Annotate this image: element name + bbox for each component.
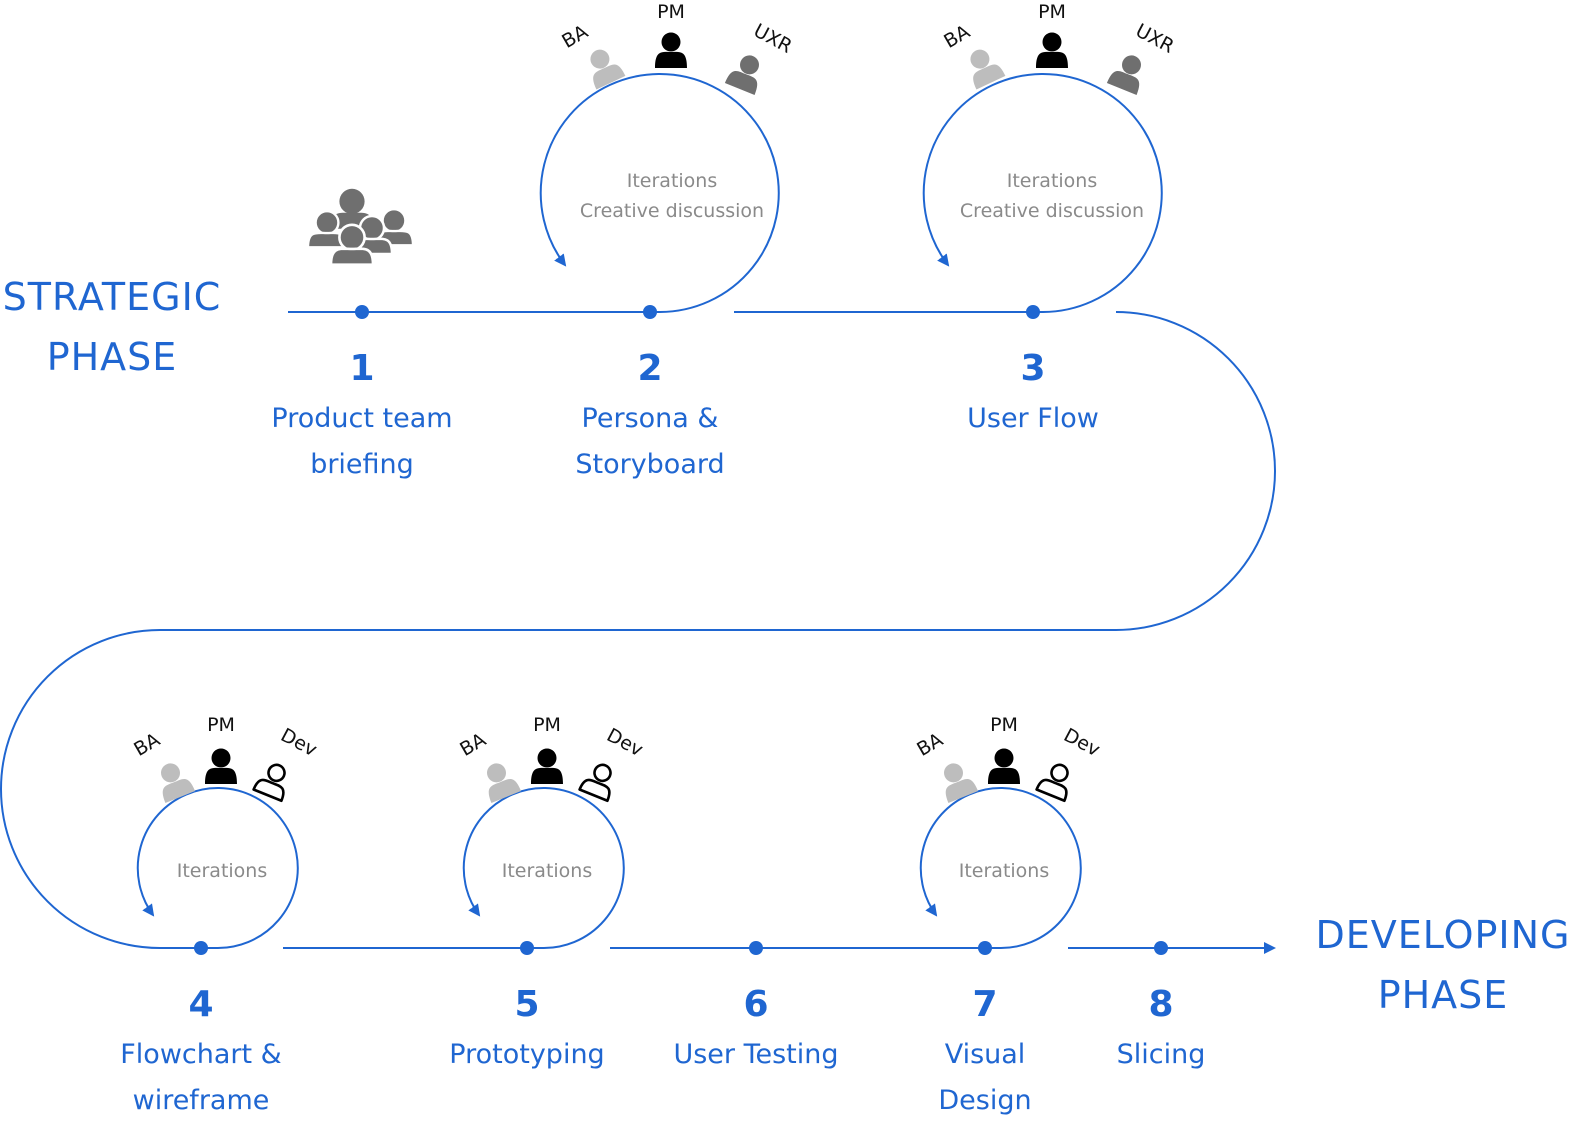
developing-phase-label: DEVELOPING PHASE [1316,913,1571,1017]
loop-3-label-1: Iterations [1007,170,1098,192]
loop-7-role-pm: PM [990,714,1018,736]
flow-segment-4-5 [283,787,625,950]
ba-person-icon [581,43,626,90]
pm-person-icon [205,748,237,784]
step-3-title-line-1: User Flow [967,403,1099,434]
step-1-title-line-2: briefing [310,449,414,480]
pm-person-icon [531,748,563,784]
loop-3-role-uxr: UXR [1132,20,1178,58]
step-2-dot [643,305,657,319]
loop-2-role-pm: PM [657,1,685,23]
loop-4-role-dev: Dev [277,724,321,761]
step-4-title-line-1: Flowchart & [120,1039,281,1070]
pm-person-icon [988,748,1020,784]
loop-2-label-1: Iterations [627,170,718,192]
step-1-title-line-1: Product team [271,403,452,434]
step-1-dot [355,305,369,319]
flow-segment-5-7 [610,787,1082,950]
loop-3-label-2: Creative discussion [960,200,1144,222]
dev-person-outline-icon [252,758,295,803]
step-3-number: 3 [1020,348,1045,389]
step-4-label: 4 Flowchart & wireframe [120,984,281,1116]
ba-person-icon [478,758,522,803]
step-7-number: 7 [972,984,997,1025]
loop-4-role-ba: BA [130,729,164,761]
ba-person-icon [935,758,979,803]
loop-4-label-1: Iterations [177,860,268,882]
step-dots [194,305,1168,955]
developing-phase-line-2: PHASE [1378,973,1509,1017]
step-8-label: 8 Slicing [1117,984,1206,1070]
step-2-title-line-2: Storyboard [575,449,724,480]
step-1-label: 1 Product team briefing [271,348,452,480]
step-7-title-line-2: Design [938,1085,1031,1116]
loop-7-role-dev: Dev [1060,724,1104,761]
step-2-label: 2 Persona & Storyboard [575,348,724,480]
step-4-dot [194,941,208,955]
loop-step-4: Iterations BA PM Dev [130,714,320,882]
step-6-number: 6 [743,984,768,1025]
step-4-number: 4 [188,984,213,1025]
loop-5-role-dev: Dev [603,724,647,761]
loop-3-role-ba: BA [940,21,974,53]
step-2-number: 2 [637,348,662,389]
step-8-number: 8 [1148,984,1173,1025]
step-6-title-line-1: User Testing [673,1039,838,1070]
step-5-number: 5 [514,984,539,1025]
dev-person-outline-icon [578,758,621,803]
loop-step-5: Iterations BA PM Dev [456,714,646,882]
step-3-label: 3 User Flow [967,348,1099,434]
loop-5-label-1: Iterations [502,860,593,882]
step-5-title-line-1: Prototyping [449,1039,604,1070]
strategic-phase-label: STRATEGIC PHASE [3,275,222,379]
step-5-label: 5 Prototyping [449,984,604,1070]
step-4-title-line-2: wireframe [133,1085,270,1116]
step-6-dot [749,941,763,955]
loop-5-role-ba: BA [456,729,490,761]
step-1-number: 1 [349,348,374,389]
step-3-dot [1026,305,1040,319]
strategic-phase-line-1: STRATEGIC [3,275,222,319]
ba-person-icon [152,758,196,803]
dev-person-outline-icon [1035,758,1078,803]
loop-step-7: Iterations BA PM Dev [913,714,1103,882]
loop-3-role-pm: PM [1038,1,1066,23]
flow-segment-2-3 [734,73,1163,313]
step-6-label: 6 User Testing [673,984,838,1070]
step-8-title-line-1: Slicing [1117,1039,1206,1070]
step-8-dot [1154,941,1168,955]
loop-2-label-2: Creative discussion [580,200,764,222]
loop-step-2: Iterations Creative discussion BA PM UXR [558,1,795,222]
flow-lines [0,73,1276,954]
loop-2-role-uxr: UXR [750,20,796,58]
step-7-title-line-1: Visual [945,1039,1026,1070]
pm-person-icon [655,32,687,68]
step-7-dot [978,941,992,955]
loop-7-role-ba: BA [913,729,947,761]
uxr-person-icon [724,50,768,95]
loop-4-role-pm: PM [207,714,235,736]
loop-5-role-pm: PM [533,714,561,736]
pm-person-icon [1036,32,1068,68]
loop-step-3: Iterations Creative discussion BA PM UXR [940,1,1177,222]
step-5-dot [520,941,534,955]
flow-segment-1-2 [288,73,780,313]
step-7-label: 7 Visual Design [938,984,1031,1116]
loop-2-role-ba: BA [558,21,592,53]
developing-phase-line-1: DEVELOPING [1316,913,1571,957]
uxr-person-icon [1106,50,1150,95]
loop-7-label-1: Iterations [959,860,1050,882]
step-2-title-line-1: Persona & [582,403,719,434]
strategic-phase-line-2: PHASE [47,335,178,379]
team-group-icon [306,188,415,267]
flow-segment-3-4 [0,311,1276,950]
